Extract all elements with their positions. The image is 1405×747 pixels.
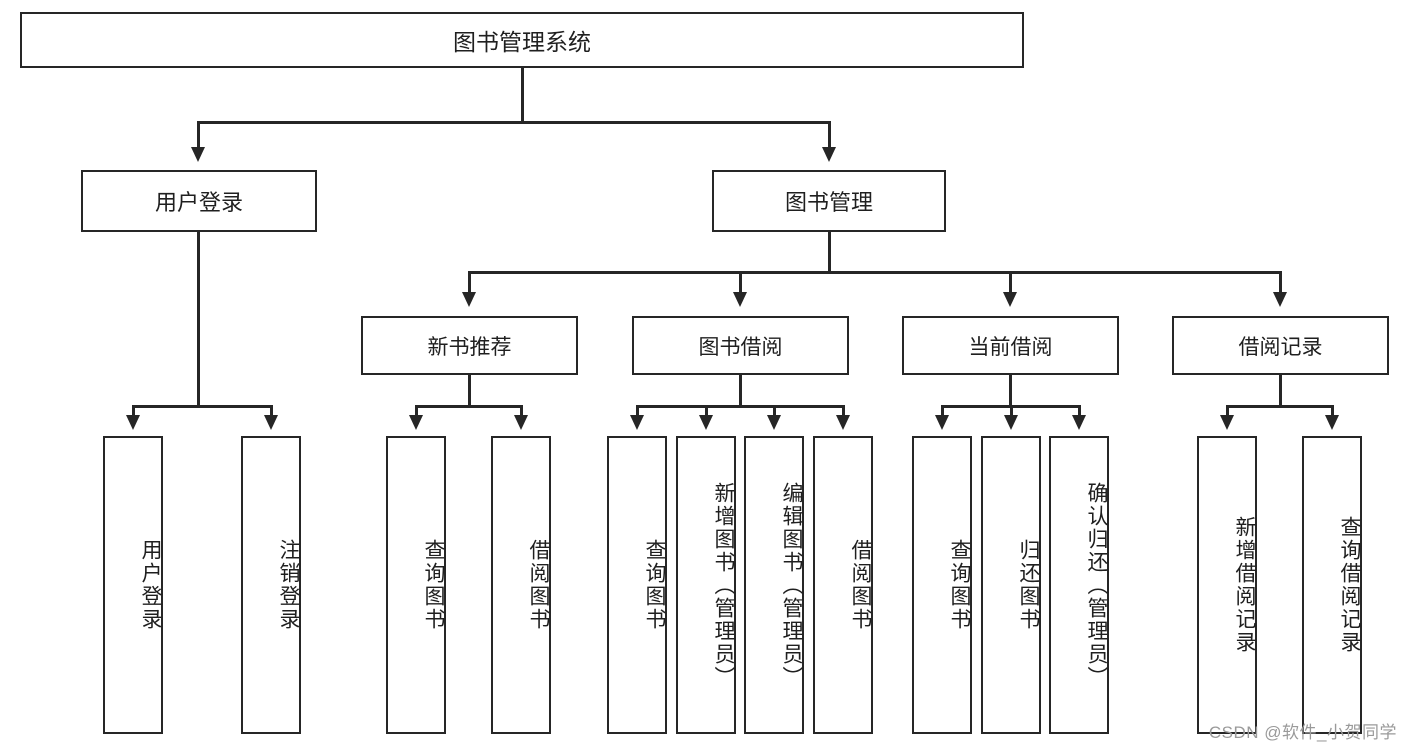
connector-user-login-stem — [197, 232, 200, 406]
leaf-cb-confirm-return-admin[interactable]: 确认归还（管理员） — [1049, 436, 1109, 734]
arrowhead-user-login — [191, 147, 205, 162]
connector-br-stem — [1279, 375, 1282, 407]
connector-level2-bus — [197, 121, 831, 124]
connector-drop-new-book-recommend — [468, 271, 471, 297]
connector-drop-user-login — [197, 121, 200, 153]
arrowhead-borrow-record — [1273, 292, 1287, 307]
leaf-bb-borrow-book[interactable]: 借阅图书 — [813, 436, 873, 734]
node-label: 借阅图书 — [527, 539, 550, 631]
leaf-bb-query-book[interactable]: 查询图书 — [607, 436, 667, 734]
node-label: 用户登录 — [139, 539, 162, 631]
node-label: 图书管理 — [784, 190, 873, 215]
connector-root-stem — [521, 68, 524, 122]
node-user-login[interactable]: 用户登录 — [81, 170, 317, 232]
leaf-bb-edit-book-admin[interactable]: 编辑图书（管理员） — [744, 436, 804, 734]
arrowhead-bb-leaf-1 — [630, 415, 644, 430]
arrowhead-new-book-recommend — [462, 292, 476, 307]
connector-drop-bb-leaf-1 — [636, 405, 639, 420]
node-new-book-recommend[interactable]: 新书推荐 — [361, 316, 578, 375]
leaf-nbr-borrow-book[interactable]: 借阅图书 — [491, 436, 551, 734]
node-label: 图书管理系统 — [453, 29, 591, 55]
arrowhead-nbr-leaf-1 — [409, 415, 423, 430]
leaf-nbr-query-book[interactable]: 查询图书 — [386, 436, 446, 734]
node-label: 借阅记录 — [1238, 335, 1323, 359]
connector-user-login-bus — [132, 405, 272, 408]
connector-nbr-stem — [468, 375, 471, 407]
connector-drop-cb-leaf-2 — [1010, 405, 1013, 420]
node-label: 用户登录 — [154, 190, 243, 215]
node-label: 新增借阅记录 — [1233, 516, 1256, 654]
node-borrow-record[interactable]: 借阅记录 — [1172, 316, 1389, 375]
arrowhead-bb-leaf-3 — [767, 415, 781, 430]
arrowhead-cb-leaf-1 — [935, 415, 949, 430]
leaf-br-query-record[interactable]: 查询借阅记录 — [1302, 436, 1362, 734]
arrowhead-br-leaf-2 — [1325, 415, 1339, 430]
connector-drop-cb-leaf-1 — [941, 405, 944, 420]
node-label: 确认归还（管理员） — [1085, 481, 1108, 689]
connector-drop-br-leaf-1 — [1226, 405, 1229, 420]
arrowhead-ul-leaf-1 — [126, 415, 140, 430]
node-label: 查询图书 — [422, 539, 445, 631]
node-current-borrow[interactable]: 当前借阅 — [902, 316, 1119, 375]
arrowhead-book-management — [822, 147, 836, 162]
arrowhead-br-leaf-1 — [1220, 415, 1234, 430]
node-book-borrow[interactable]: 图书借阅 — [632, 316, 849, 375]
connector-drop-bb-leaf-2 — [705, 405, 708, 420]
connector-drop-current-borrow — [1009, 271, 1012, 297]
connector-bb-bus — [636, 405, 844, 408]
connector-br-bus — [1226, 405, 1333, 408]
arrowhead-book-borrow — [733, 292, 747, 307]
node-book-management[interactable]: 图书管理 — [712, 170, 946, 232]
connector-drop-nbr-leaf-2 — [520, 405, 523, 420]
connector-drop-cb-leaf-3 — [1078, 405, 1081, 420]
node-label: 借阅图书 — [849, 539, 872, 631]
connector-drop-ul-leaf-2 — [270, 405, 273, 420]
connector-drop-book-management — [828, 121, 831, 153]
connector-nbr-bus — [415, 405, 522, 408]
leaf-user-login-login[interactable]: 用户登录 — [103, 436, 163, 734]
node-label: 图书借阅 — [698, 335, 783, 359]
connector-drop-book-borrow — [739, 271, 742, 297]
connector-drop-bb-leaf-4 — [842, 405, 845, 420]
node-label: 查询图书 — [948, 539, 971, 631]
node-label: 查询图书 — [643, 539, 666, 631]
leaf-cb-query-book[interactable]: 查询图书 — [912, 436, 972, 734]
arrowhead-bb-leaf-2 — [699, 415, 713, 430]
arrowhead-ul-leaf-2 — [264, 415, 278, 430]
connector-bb-stem — [739, 375, 742, 407]
node-label: 查询借阅记录 — [1338, 516, 1361, 654]
node-label: 编辑图书（管理员） — [780, 481, 803, 689]
connector-book-management-stem — [828, 232, 831, 273]
connector-cb-stem — [1009, 375, 1012, 407]
node-label: 新增图书（管理员） — [712, 481, 735, 689]
connector-drop-ul-leaf-1 — [132, 405, 135, 420]
node-label: 当前借阅 — [968, 335, 1053, 359]
node-label: 新书推荐 — [427, 335, 512, 359]
arrowhead-nbr-leaf-2 — [514, 415, 528, 430]
arrowhead-cb-leaf-2 — [1004, 415, 1018, 430]
leaf-user-login-logout[interactable]: 注销登录 — [241, 436, 301, 734]
leaf-br-add-record[interactable]: 新增借阅记录 — [1197, 436, 1257, 734]
leaf-bb-add-book-admin[interactable]: 新增图书（管理员） — [676, 436, 736, 734]
node-root-book-management-system[interactable]: 图书管理系统 — [20, 12, 1024, 68]
node-label: 注销登录 — [277, 539, 300, 631]
node-label: 归还图书 — [1017, 539, 1040, 631]
arrowhead-bb-leaf-4 — [836, 415, 850, 430]
leaf-cb-return-book[interactable]: 归还图书 — [981, 436, 1041, 734]
arrowhead-current-borrow — [1003, 292, 1017, 307]
arrowhead-cb-leaf-3 — [1072, 415, 1086, 430]
connector-level3-bus — [468, 271, 1281, 274]
connector-drop-borrow-record — [1279, 271, 1282, 297]
connector-drop-nbr-leaf-1 — [415, 405, 418, 420]
connector-drop-br-leaf-2 — [1331, 405, 1334, 420]
connector-drop-bb-leaf-3 — [773, 405, 776, 420]
